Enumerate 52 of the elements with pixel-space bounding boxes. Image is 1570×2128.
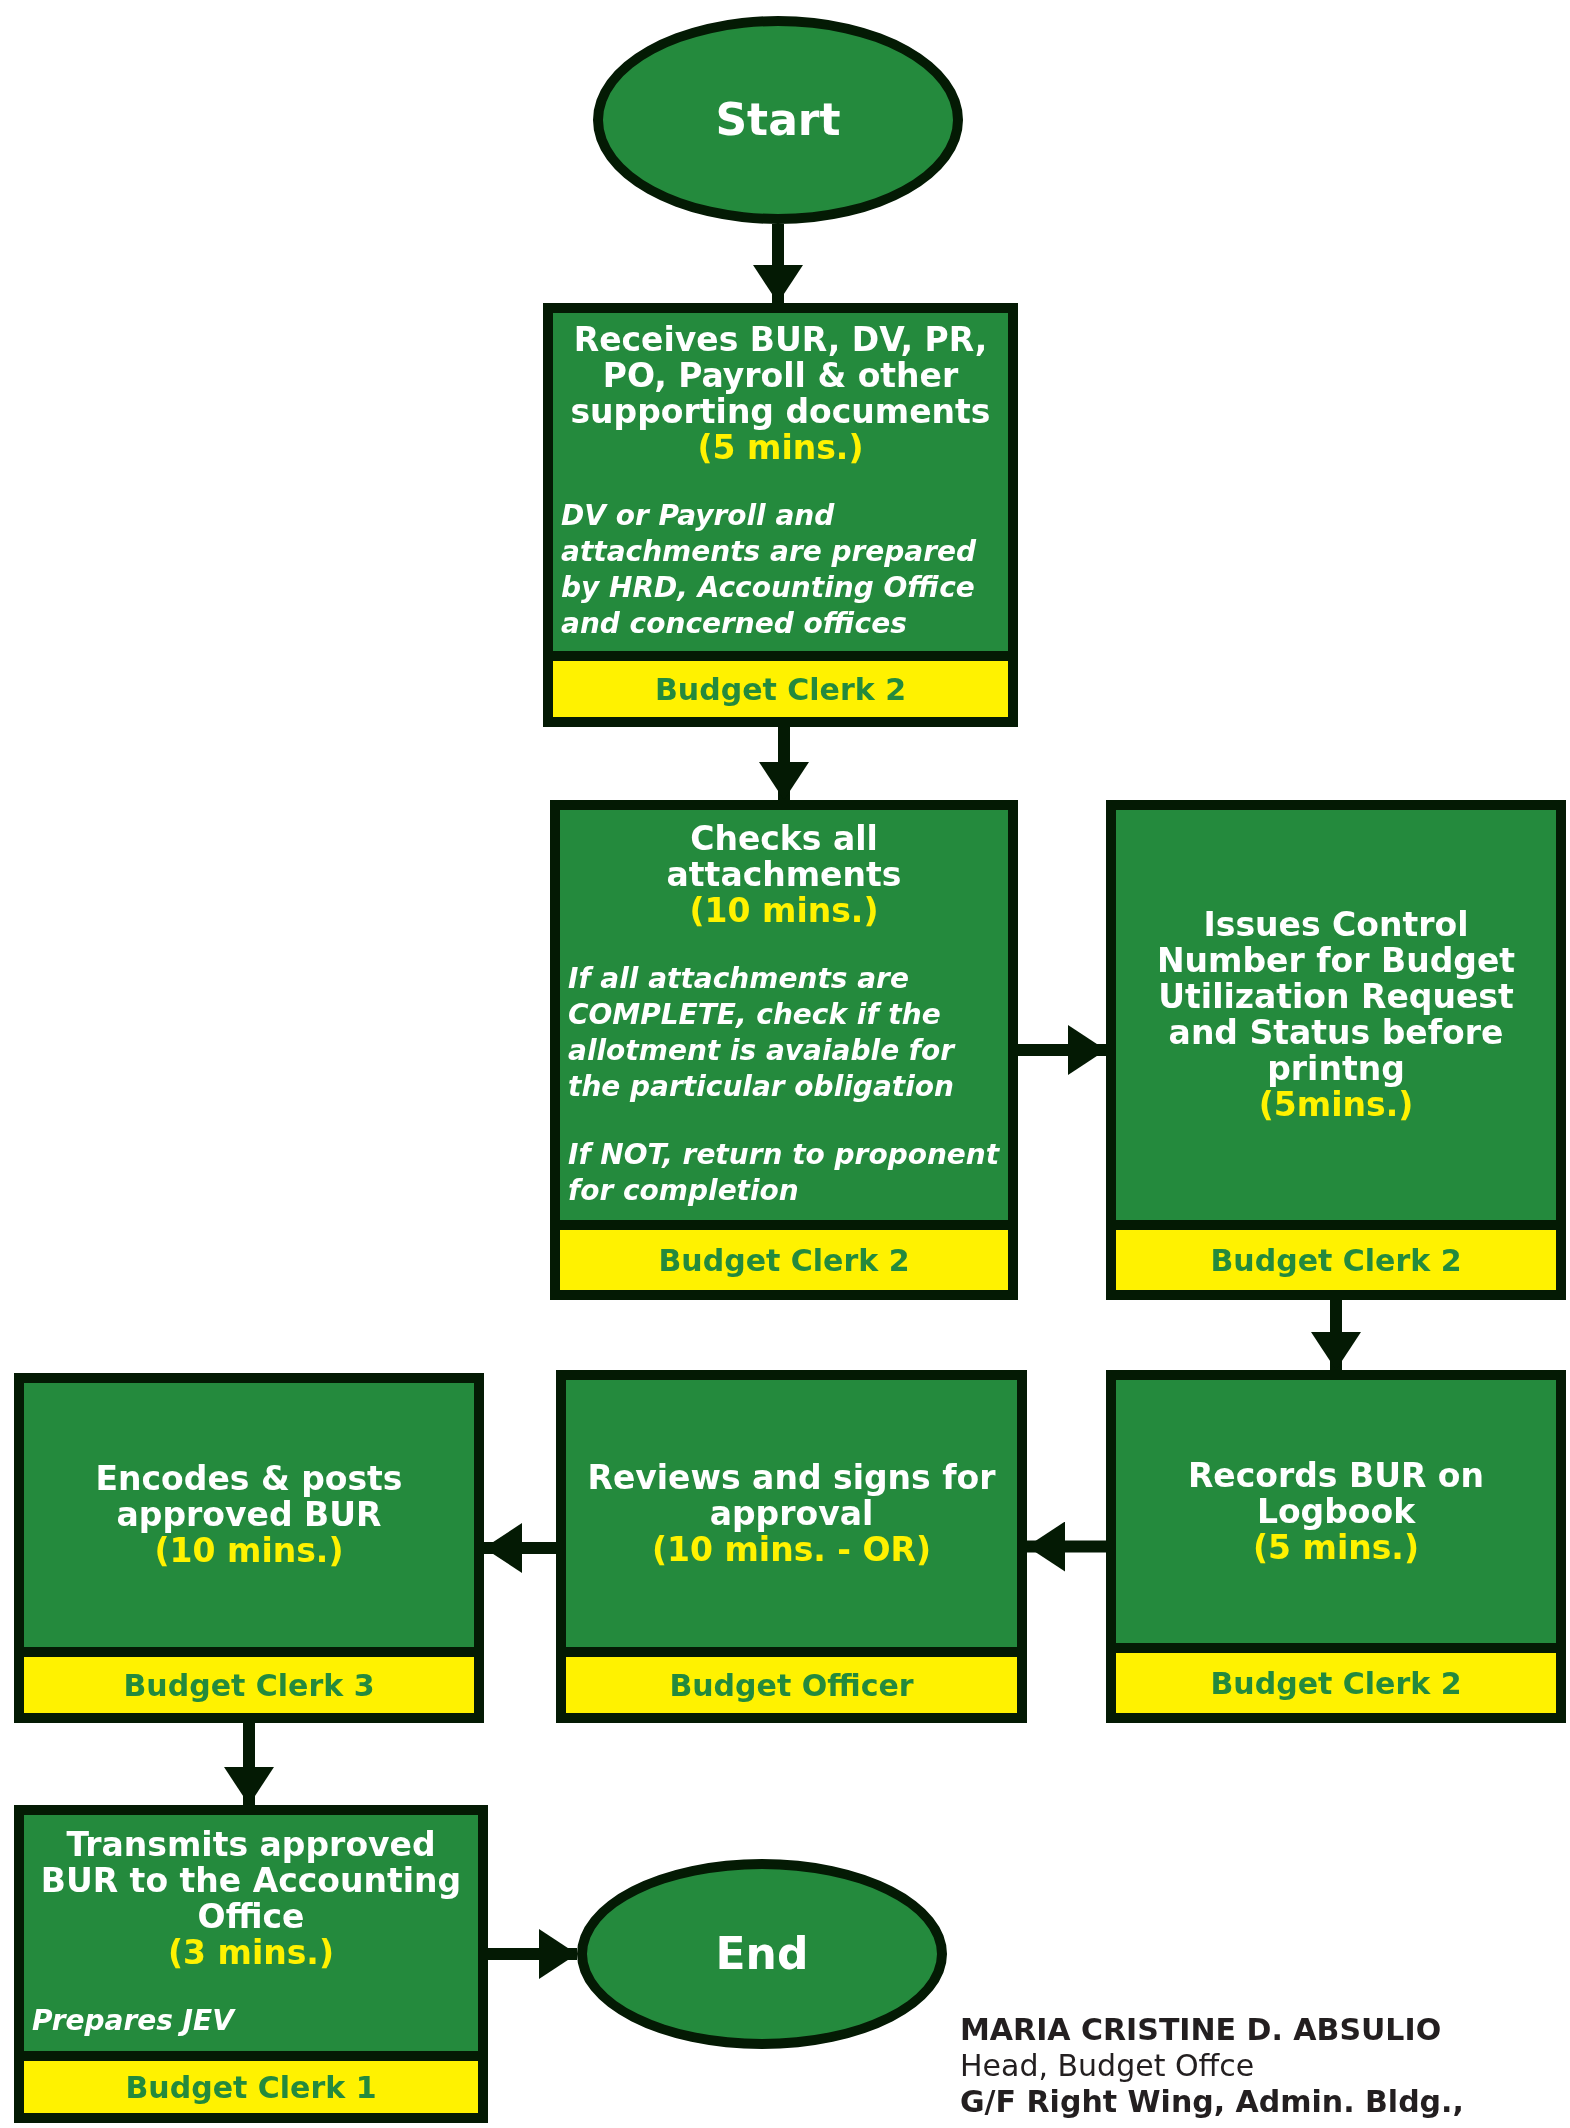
duration-text: (5 mins.) (697, 430, 864, 466)
step-title: Receives BUR, DV, PR, PO, Payroll & other supporting documents (569, 322, 992, 430)
role-label: Budget Clerk 2 (1210, 1664, 1462, 1703)
terminal-label: Start (715, 93, 841, 147)
terminal-label: End (715, 1927, 809, 1981)
role-band (1116, 1220, 1556, 1290)
process-box (556, 1370, 1027, 1723)
arrow (759, 727, 809, 800)
duration-text: (5 mins.) (1253, 1529, 1419, 1566)
process-box (1106, 800, 1566, 1300)
arrow (753, 224, 803, 303)
arrow (1027, 1521, 1106, 1572)
signatory-name: MARIA CRISTINE D. ABSULIO (960, 2012, 1443, 2048)
step-note: DV or Payroll and attachments are prepared by HRD, Accounting Office and concerned offices (561, 498, 978, 642)
duration-text: (5mins.) (1258, 1087, 1414, 1123)
arrow (488, 1929, 577, 1979)
role-label: Budget Clerk 2 (1210, 1241, 1462, 1280)
step-title: Issues Control Number for Budget Utilization Request and Status before printng (1155, 907, 1517, 1087)
arrow (1311, 1300, 1361, 1370)
step-title: Transmits approved BUR to the Accounting Office (39, 1827, 463, 1935)
process-box (543, 303, 1018, 727)
role-label: Budget Clerk 3 (123, 1666, 375, 1705)
process-box (14, 1805, 488, 2123)
role-band (553, 651, 1008, 717)
role-band (24, 2051, 478, 2113)
process-box (550, 800, 1018, 1300)
step-title: Encodes & posts approved BUR (94, 1461, 404, 1533)
role-band (1116, 1643, 1556, 1713)
signatory-title: Head, Budget Offce (960, 2048, 1256, 2084)
process-box (14, 1373, 484, 1723)
role-label: Budget Clerk 1 (125, 2068, 377, 2107)
duration-text: (3 mins.) (168, 1935, 334, 1971)
duration-text: (10 mins. - OR) (651, 1531, 932, 1568)
step-title: Reviews and signs for approval (586, 1459, 997, 1532)
step-note: If NOT, return to proponent for completion (568, 1137, 1000, 1209)
role-label: Budget Clerk 2 (658, 1241, 910, 1280)
role-band (560, 1220, 1008, 1290)
arrow (484, 1523, 556, 1573)
role-band (566, 1647, 1017, 1713)
duration-text: (10 mins.) (154, 1533, 344, 1569)
arrow (224, 1723, 274, 1805)
step-title: Checks all attachments (665, 821, 903, 893)
role-label: Budget Clerk 2 (655, 670, 906, 709)
role-label: Budget Officer (669, 1666, 914, 1705)
step-note: If all attachments are COMPLETE, check if the allotment is avaiable for the particular obligation (568, 961, 957, 1105)
step-note: Prepares JEV (32, 2003, 237, 2039)
role-band (24, 1647, 474, 1713)
office-address: G/F Right Wing, Admin. Bldg., (960, 2084, 1464, 2120)
process-box (1106, 1370, 1566, 1723)
duration-text: (10 mins.) (689, 893, 879, 929)
arrow (1018, 1025, 1106, 1075)
step-title: Records BUR on Logbook (1186, 1457, 1486, 1530)
